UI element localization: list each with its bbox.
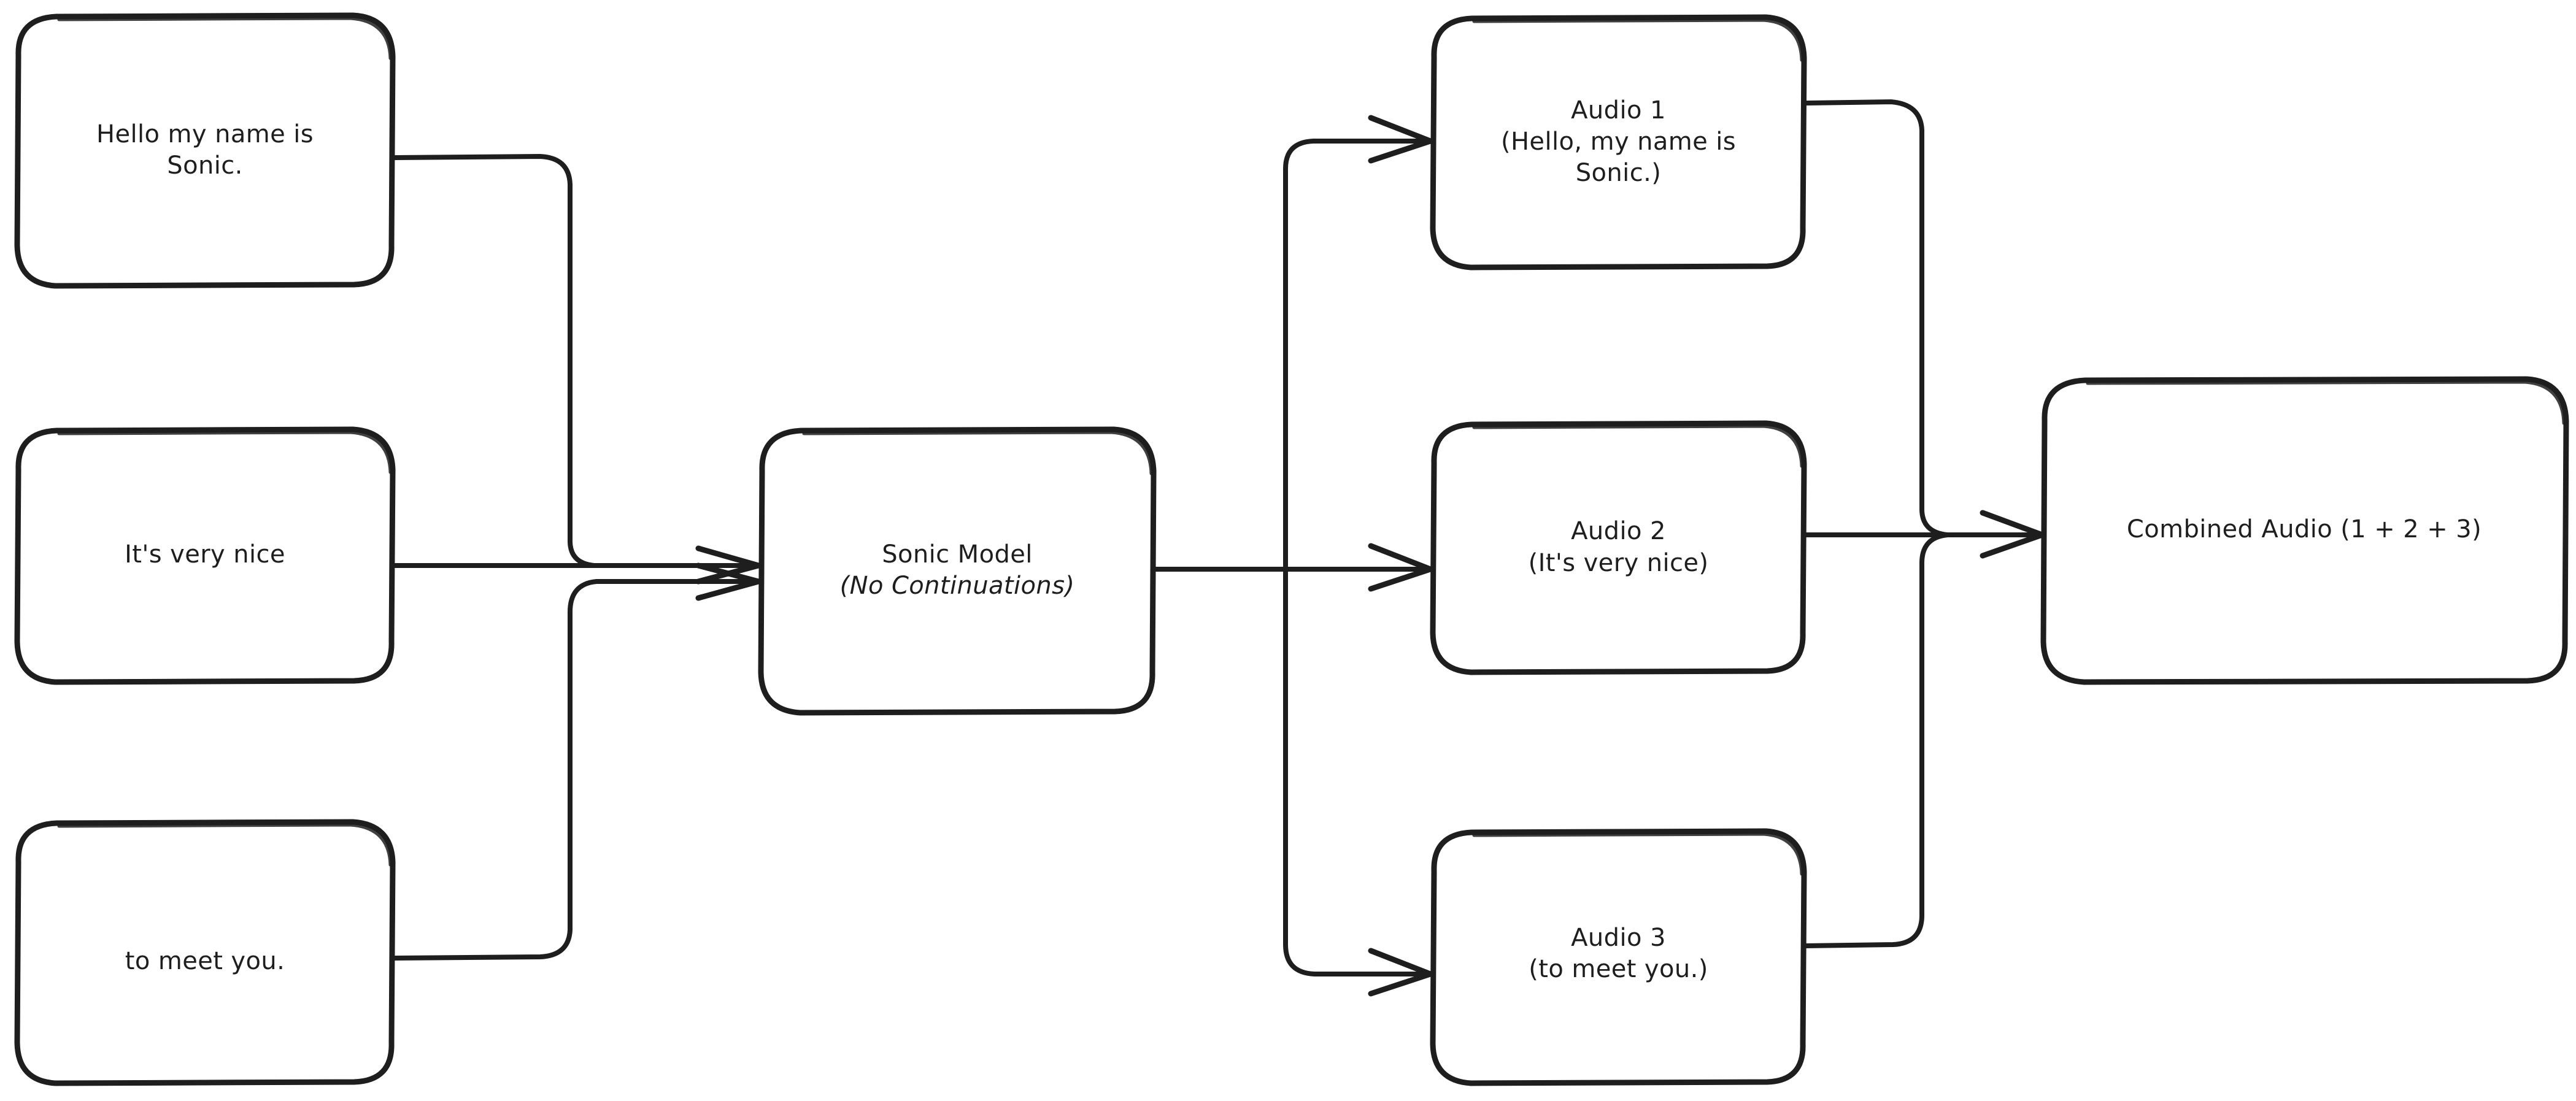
- edge-model-to-audio3: [1283, 567, 1429, 976]
- arrowhead-combined: [1980, 510, 2045, 559]
- edge-model-to-audio1: [1283, 139, 1429, 572]
- node-sonic-model[interactable]: [758, 426, 1157, 716]
- node-combined-audio[interactable]: [2040, 376, 2569, 685]
- arrowhead-audio3: [1368, 948, 1433, 997]
- node-audio-output-1[interactable]: [1430, 14, 1807, 270]
- edge-audio1-to-combined: [1804, 99, 2041, 537]
- edge-input3-to-model: [393, 579, 757, 961]
- edge-input1-to-model: [393, 154, 757, 568]
- node-input-text-1[interactable]: [14, 12, 396, 289]
- arrowhead-audio1: [1368, 115, 1433, 164]
- node-input-text-3[interactable]: [14, 819, 396, 1086]
- node-input-text-2[interactable]: [14, 426, 396, 685]
- node-audio-output-3[interactable]: [1430, 828, 1807, 1086]
- arrowhead-audio2: [1368, 543, 1433, 592]
- arrowhead-model-lower: [695, 562, 762, 601]
- edge-audio3-to-combined: [1804, 532, 1950, 948]
- node-audio-output-2[interactable]: [1430, 420, 1807, 675]
